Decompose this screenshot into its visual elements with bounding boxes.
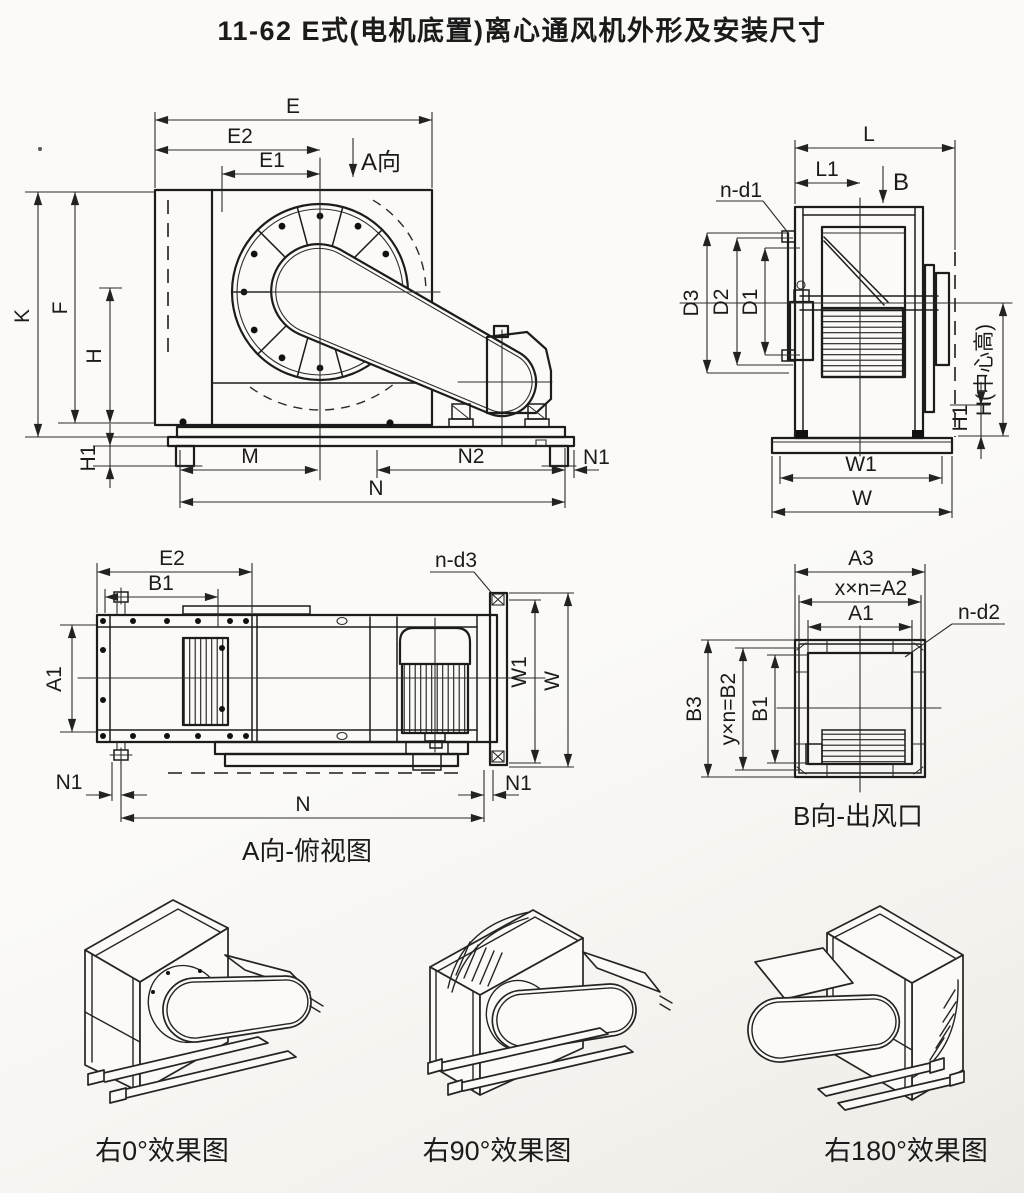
top-body (77, 587, 546, 774)
dim-label-nd2: n-d2 (958, 601, 1000, 624)
side-view: L L1 B n-d1 D3 D2 D1 W1 (679, 123, 1013, 518)
dim-label-a1-outlet: A1 (848, 602, 874, 625)
perspective-caption-0deg: 右0°效果图 (95, 1136, 229, 1166)
dim-label-d3: D3 (680, 290, 703, 317)
dim-label-b2: y×n=B2 (717, 673, 740, 745)
dim-label-n-top: N (295, 793, 310, 816)
dim-label-k: K (11, 309, 34, 323)
front-base (166, 418, 577, 468)
dim-label-b1-top: B1 (148, 572, 174, 595)
view-arrow-a: A向 (361, 149, 401, 176)
dim-label-e: E (286, 95, 300, 118)
dim-label-d1: D1 (739, 289, 762, 316)
front-belt-guard (270, 243, 538, 418)
perspective-view-180deg: 右180°效果图 (747, 905, 988, 1166)
dim-label-m: M (241, 445, 259, 468)
front-view: E E2 E1 A向 K F H H1 M (11, 95, 610, 508)
outlet-view: A3 x×n=A2 A1 n-d2 B3 y×n=B2 B1 B向-出风 (683, 547, 1005, 831)
top-view-caption: A向-俯视图 (242, 836, 372, 866)
dim-label-w-side: W (852, 487, 872, 510)
page-title: 11-62 E式(电机底置)离心通风机外形及安装尺寸 (217, 15, 826, 46)
side-dimensions: L L1 B n-d1 D3 D2 D1 W1 (680, 123, 1009, 518)
dim-label-n1-right: N1 (505, 772, 532, 795)
perspective-caption-180deg: 右180°效果图 (824, 1136, 988, 1166)
dim-label-n: N (368, 477, 383, 500)
dim-label-nd3: n-d3 (435, 549, 477, 572)
perspective-view-0deg: 右0°效果图 (84, 899, 324, 1166)
dim-label-w1-top: W1 (508, 656, 531, 688)
perspective-view-90deg: 右90°效果图 (423, 909, 673, 1166)
top-bolt-dots (100, 618, 249, 739)
view-arrow-b: B (893, 169, 909, 196)
front-housing (153, 188, 434, 427)
impeller-blades (447, 911, 531, 993)
dim-label-a1-top: A1 (43, 666, 66, 692)
dim-label-a3: A3 (848, 547, 874, 570)
front-dashed-scroll (246, 199, 427, 411)
dim-label-w1-side: W1 (845, 453, 877, 476)
dim-label-b1-outlet: B1 (749, 696, 772, 722)
perspective-caption-90deg: 右90°效果图 (423, 1136, 572, 1166)
outlet-frame (776, 625, 942, 793)
dim-label-w-top: W (541, 671, 564, 691)
dim-label-h1-side: H1 (949, 405, 972, 432)
dim-label-e2-top: E2 (159, 547, 185, 570)
dim-label-n2: N2 (458, 445, 485, 468)
outlet-dimensions: A3 x×n=A2 A1 n-d2 B3 y×n=B2 B1 (683, 547, 1005, 778)
top-dimensions: E2 B1 n-d3 A1 W1 W N1 (43, 547, 574, 823)
dim-label-d2: D2 (710, 289, 733, 316)
outlet-view-caption: B向-出风口 (793, 801, 923, 831)
dim-label-n1-left: N1 (56, 771, 83, 794)
dim-label-e2: E2 (227, 125, 253, 148)
dim-label-h: H (83, 348, 106, 363)
front-dimensions: E E2 E1 A向 K F H H1 M (11, 95, 610, 508)
dim-label-h-center: H(中心高) (973, 324, 996, 416)
top-view: E2 B1 n-d3 A1 W1 W N1 (43, 547, 574, 866)
dim-label-f: F (49, 302, 72, 315)
dim-label-l: L (863, 123, 875, 146)
side-shaft-motor (788, 252, 956, 437)
dim-label-a2: x×n=A2 (835, 577, 907, 600)
dim-label-n1: N1 (583, 446, 610, 469)
dim-label-b3: B3 (683, 696, 706, 722)
paper-speck (38, 147, 42, 151)
side-base (770, 430, 954, 455)
dim-label-e1: E1 (259, 149, 285, 172)
dim-label-l1: L1 (815, 158, 838, 181)
dim-label-nd1: n-d1 (720, 179, 762, 202)
dim-label-h1: H1 (77, 445, 100, 472)
